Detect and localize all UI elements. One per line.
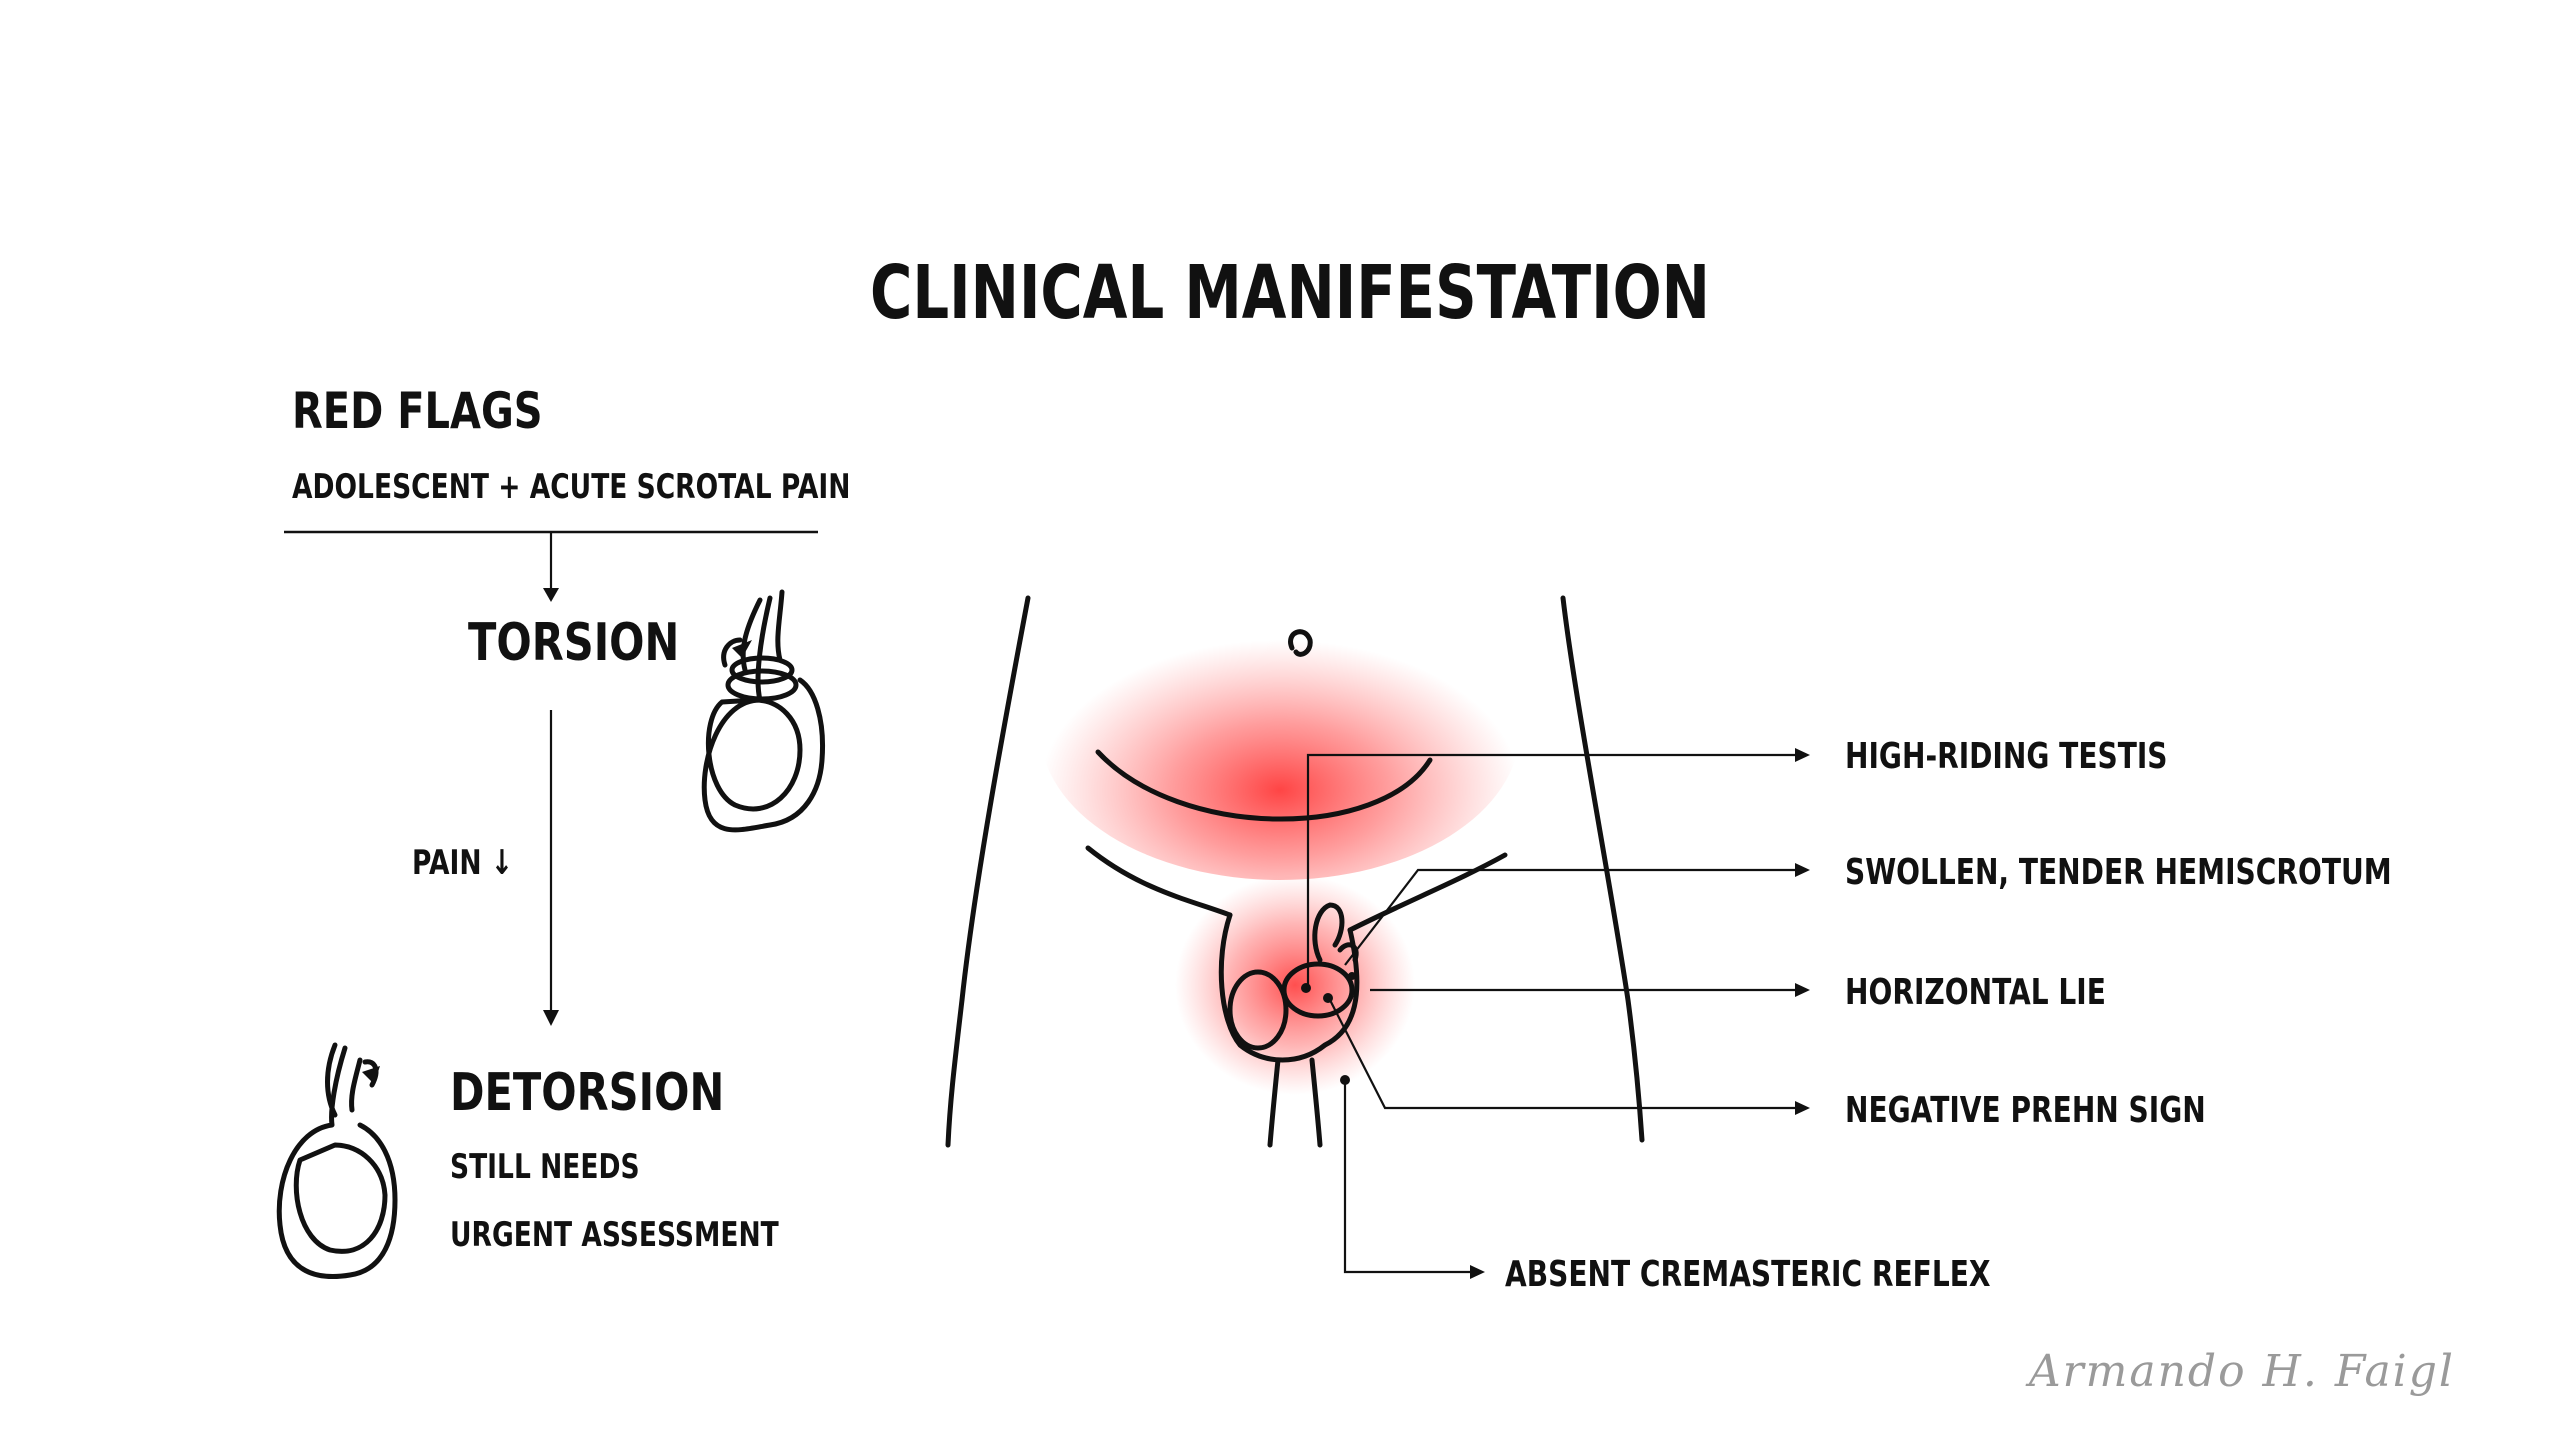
sign-swollen-hemiscrotum: SWOLLEN, TENDER HEMISCROTUM: [1845, 851, 2392, 893]
right-groin-line: [1347, 852, 1508, 933]
leader-lines: [1306, 748, 1810, 1279]
page-title: CLINICAL MANIFESTATION: [870, 249, 1710, 336]
penis-left: [1267, 1057, 1281, 1148]
left-testis: [1227, 969, 1289, 1051]
torsion-label: TORSION: [468, 613, 679, 674]
sign-negative-prehn: NEGATIVE PREHN SIGN: [1845, 1089, 2206, 1131]
torsion-testis-icon: [701, 589, 826, 833]
arrow-head-torsion: [543, 588, 559, 602]
red-flags-heading: RED FLAGS: [292, 382, 543, 441]
left-groin-line: [1085, 845, 1233, 918]
detorsion-line-2: URGENT ASSESSMENT: [450, 1216, 779, 1255]
detorsion-label: DETORSION: [450, 1063, 724, 1124]
navel: [1288, 629, 1313, 657]
sign-absent-cremasteric-reflex: ABSENT CREMASTERIC REFLEX: [1505, 1253, 1991, 1295]
body-illustration: [945, 580, 1645, 1148]
penis-right: [1309, 1057, 1323, 1148]
left-torso-outline: [945, 595, 1031, 1148]
abdominal-pain-glow: [1040, 580, 1520, 880]
sign-horizontal-lie: HORIZONTAL LIE: [1845, 971, 2106, 1013]
scrotum-outline: [1218, 912, 1360, 1063]
detorsion-testis-icon: [276, 1042, 398, 1280]
sign-high-riding-testis: HIGH-RIDING TESTIS: [1845, 735, 2168, 777]
right-testis-horizontal: [1281, 961, 1355, 1019]
pubic-curve: [1095, 749, 1433, 822]
pain-decrease-label: PAIN ↓: [412, 844, 513, 883]
right-torso-outline: [1560, 595, 1645, 1143]
detorsion-line-1: STILL NEEDS: [450, 1148, 640, 1187]
author-signature: Armando H. Faigl: [2025, 1346, 2455, 1397]
red-flags-subtitle: ADOLESCENT + ACUTE SCROTAL PAIN: [292, 468, 850, 507]
arrow-head-detorsion: [543, 1010, 559, 1026]
